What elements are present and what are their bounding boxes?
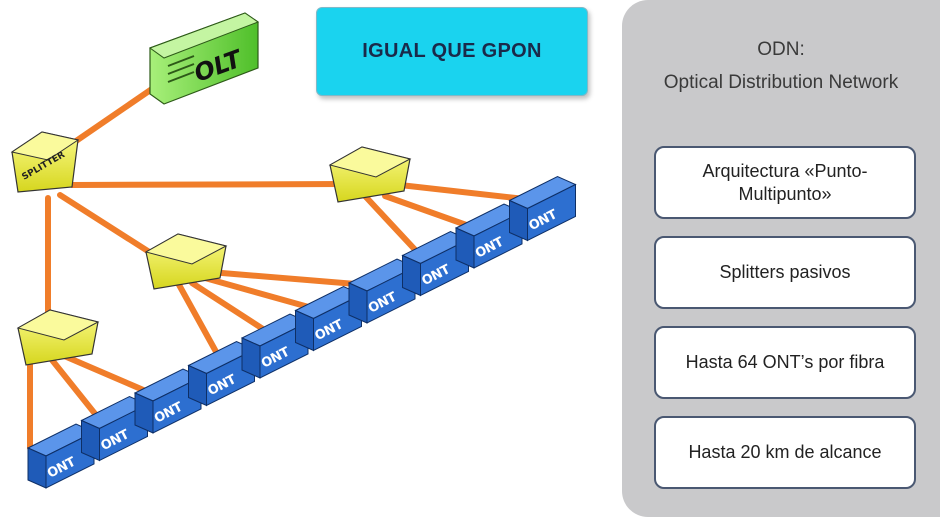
- splitter-right: [328, 146, 412, 203]
- odn-panel: ODN: Optical Distribution Network Arquit…: [622, 0, 940, 517]
- olt-unit: OLT: [148, 12, 260, 105]
- fiber-right-ont9: [382, 193, 475, 230]
- card-ont-per-fiber: Hasta 64 ONT’s por fibra: [654, 326, 916, 399]
- splitter-mid: [144, 233, 228, 290]
- ont-unit: ONT: [26, 423, 96, 489]
- splitter-left: [16, 309, 100, 366]
- ont-unit: ONT: [240, 313, 310, 379]
- panel-title-line1: ODN:: [757, 39, 805, 60]
- splitter-main: SPLITTER: [10, 131, 80, 193]
- card-reach: Hasta 20 km de alcance: [654, 416, 916, 489]
- fiber-left-ont2: [45, 352, 103, 423]
- fiber-links: [27, 77, 528, 451]
- card-passive-splitters: Splitters pasivos: [654, 236, 916, 309]
- card-architecture: Arquitectura «Punto-Multipunto»: [654, 146, 916, 219]
- panel-title-line2: Optical Distribution Network: [663, 72, 899, 93]
- ont-unit: ONT: [294, 285, 363, 352]
- fiber-main-right: [69, 181, 348, 188]
- fiber-left-ont3: [59, 352, 158, 398]
- fiber-right-ont8: [362, 193, 423, 258]
- panel-title: ODN: Optical Distribution Network: [622, 33, 940, 99]
- igual-que-gpon-banner: IGUAL QUE GPON: [316, 7, 588, 96]
- ont-unit: ONT: [508, 175, 577, 242]
- fiber-right-ont10: [397, 182, 528, 202]
